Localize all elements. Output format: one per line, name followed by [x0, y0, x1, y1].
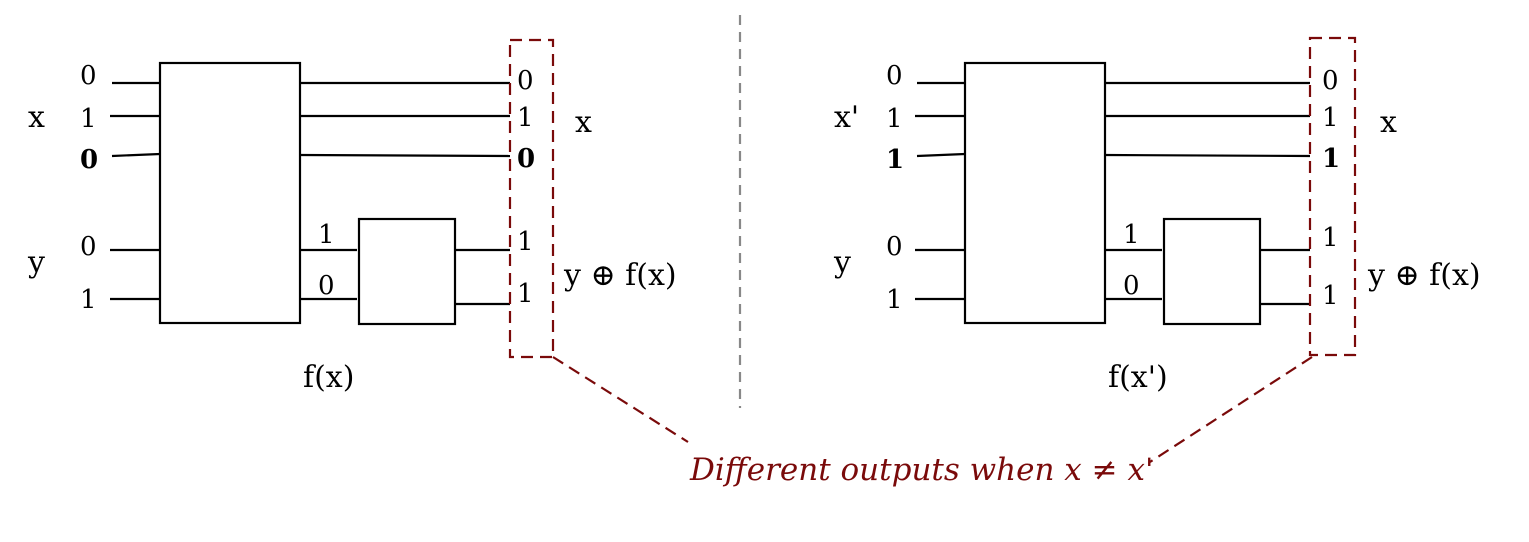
input-bit-changed: 1 [886, 145, 904, 175]
output-bit-changed: 0 [517, 144, 535, 174]
input-bit: 1 [80, 104, 97, 134]
output-x-label: x [1380, 105, 1397, 140]
input-bit: 0 [886, 61, 903, 91]
right-circuit: x' y 0 1 1 0 1 1 0 f(x') 0 1 1 1 1 x y ⊕… [833, 36, 1481, 463]
output-bit: 1 [517, 103, 534, 133]
register-x-label: x [28, 100, 45, 135]
oracle-box [158, 61, 302, 325]
output-highlight [508, 38, 555, 359]
input-bit: 0 [886, 232, 903, 262]
pointer-line [552, 356, 689, 443]
input-bit: 1 [80, 285, 97, 315]
oracle-box [963, 61, 1107, 325]
output-bit: 0 [517, 66, 534, 96]
annotation-text: Different outputs when x ≠ x' [689, 452, 1153, 488]
xor-box [1162, 217, 1262, 326]
output-x-label: x [575, 105, 592, 140]
output-bit: 1 [1322, 103, 1339, 133]
pointer-line [1149, 356, 1313, 463]
output-bit: 0 [1322, 66, 1339, 96]
f-value: 1 [318, 220, 335, 250]
output-y-label: y ⊕ f(x) [563, 258, 677, 293]
output-highlight [1308, 36, 1357, 357]
output-bit: 1 [517, 227, 534, 257]
f-value: 0 [318, 271, 335, 301]
output-bit: 1 [1322, 281, 1339, 311]
output-bit: 1 [517, 279, 534, 309]
output-bit-changed: 1 [1322, 144, 1340, 174]
input-bit: 1 [886, 285, 903, 315]
register-y-label: y [27, 245, 45, 280]
xor-box [357, 217, 457, 326]
register-x-label: x' [834, 100, 859, 135]
left-circuit: x y 0 1 0 0 1 1 0 f(x) 0 1 0 1 1 x y ⊕ f… [27, 38, 689, 443]
f-value: 0 [1123, 271, 1140, 301]
input-bit: 0 [80, 61, 97, 91]
register-y-label: y [833, 245, 851, 280]
output-bit: 1 [1322, 223, 1339, 253]
input-bit: 0 [80, 232, 97, 262]
input-bit-changed: 0 [80, 145, 98, 175]
oracle-label: f(x) [303, 360, 354, 395]
output-y-label: y ⊕ f(x) [1367, 258, 1481, 293]
input-bit: 1 [886, 104, 903, 134]
oracle-label: f(x') [1108, 360, 1168, 395]
f-value: 1 [1123, 220, 1140, 250]
